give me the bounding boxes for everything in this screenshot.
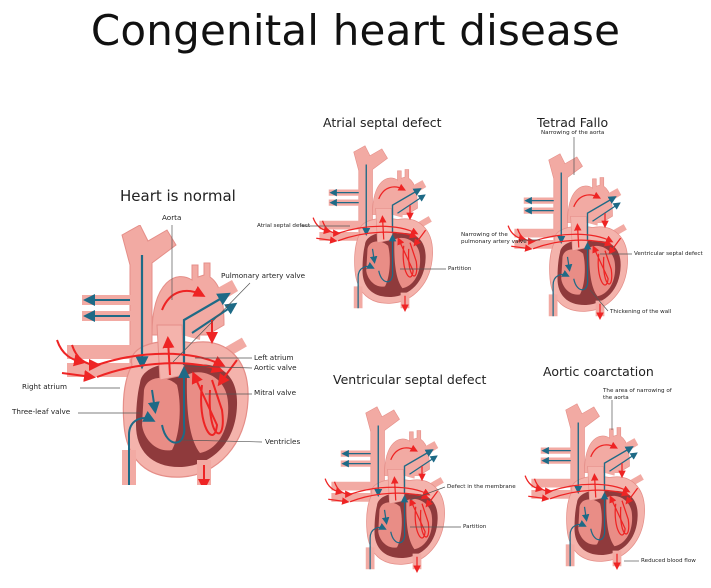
- panel-title-aortic-coarctation: Aortic coarctation: [543, 364, 654, 379]
- panel-title-ventricular-septal-defect: Ventricular septal defect: [333, 372, 487, 387]
- page-title: Congenital heart disease: [90, 6, 621, 55]
- label-partition-vsd: Partition: [463, 524, 487, 530]
- panel-title-normal: Heart is normal: [120, 187, 236, 205]
- panel-title-atrial-septal-defect: Atrial septal defect: [323, 115, 442, 130]
- label-thickening-of-wall: Thickening of the wall: [610, 309, 672, 315]
- label-ventricular-septal-defect-tf: Ventricular septal defect: [634, 251, 703, 257]
- label-three-leaf-valve: Three-leaf valve: [12, 407, 71, 416]
- label-aortic-valve: Aortic valve: [254, 363, 297, 372]
- label-ventricles: Ventricles: [265, 437, 301, 446]
- label-right-atrium: Right atrium: [22, 382, 67, 391]
- label-narrowing-of-aorta: Narrowing of the aorta: [541, 130, 605, 136]
- label-narrowing-pulmonary-line1: Narrowing of the: [461, 232, 508, 238]
- label-area-of-narrowing-line2: the aorta: [603, 395, 629, 401]
- heart-tetrad-fallo-illustration: [505, 140, 630, 330]
- heart-aortic-coarctation-illustration: [522, 390, 647, 580]
- label-defect-in-membrane: Defect in the membrane: [447, 484, 516, 490]
- heart-ventricular-septal-defect-illustration: [322, 393, 447, 583]
- label-reduced-blood-flow: Reduced blood flow: [641, 558, 696, 564]
- label-mitral-valve: Mitral valve: [254, 388, 296, 397]
- label-narrowing-pulmonary-line2: pulmonary artery valve: [461, 239, 527, 245]
- panel-title-tetrad-fallo: Tetrad Fallo: [537, 115, 609, 130]
- heart-atrial-septal-defect-illustration: [310, 132, 435, 322]
- label-aorta: Aorta: [162, 213, 182, 222]
- heart-normal-illustration: [52, 225, 252, 485]
- label-left-atrium: Left atrium: [254, 353, 294, 362]
- label-area-of-narrowing-line1: The area of narrowing of: [603, 388, 672, 394]
- label-partition-asd: Partition: [448, 266, 472, 272]
- label-atrial-septal-defect: Atrial septal defect: [257, 223, 311, 229]
- label-pulmonary-artery-valve: Pulmonary artery valve: [221, 271, 306, 280]
